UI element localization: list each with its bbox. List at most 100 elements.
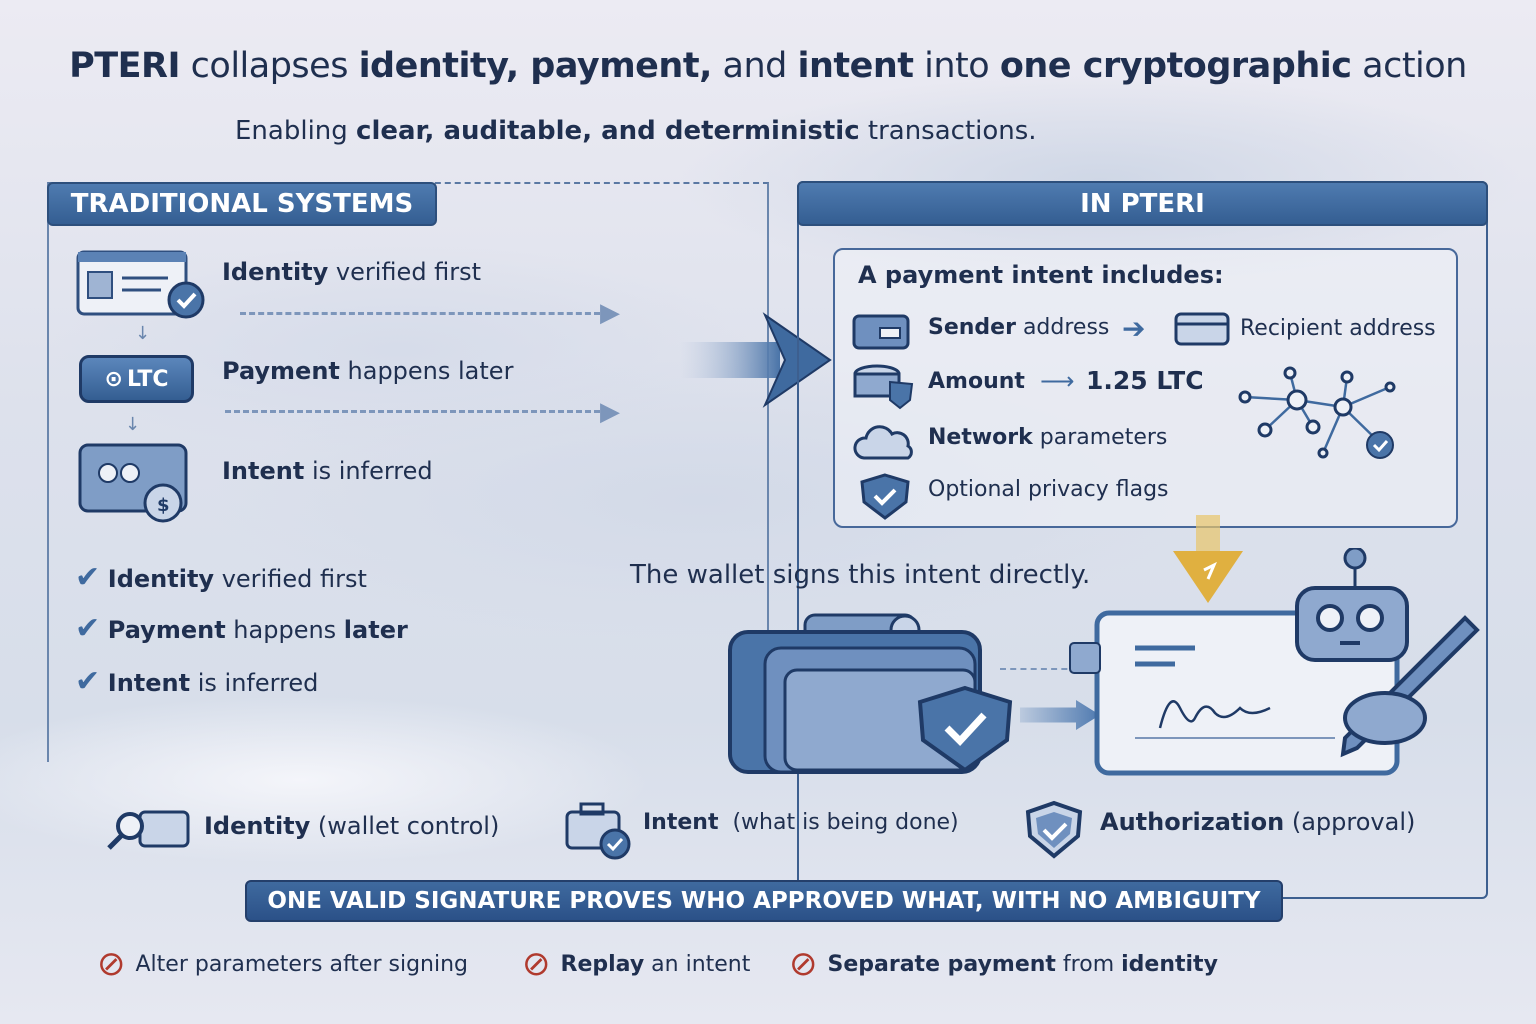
prohibited-item: ⊘ Alter parameters after signing — [97, 944, 468, 984]
check-rest: happens — [225, 616, 344, 644]
shield-check-icon — [860, 473, 910, 520]
briefcase-check-icon — [565, 802, 631, 860]
check-rest: verified first — [214, 565, 367, 593]
trad-step-identity: Identity verified first — [222, 258, 481, 286]
prohibited-icon: ⊘ — [97, 944, 126, 984]
svg-text:$: $ — [157, 495, 170, 516]
prohibited-text: Alter parameters after signing — [135, 951, 469, 977]
check-item: ✔ Intent is inferred — [75, 664, 318, 699]
check-item: ✔ Identity verified first — [75, 560, 367, 595]
check-bold: Payment — [107, 616, 226, 644]
title-part: action — [1351, 46, 1467, 86]
arrow-right-icon: ▶ — [600, 397, 620, 427]
wallet-icon — [852, 314, 910, 350]
recipient-address: Recipient address — [1240, 316, 1436, 341]
pillar-rest: (wallet control) — [310, 812, 500, 840]
check-rest: is inferred — [190, 669, 319, 697]
subtitle-part: transactions. — [859, 116, 1037, 146]
intent-intro: A payment intent includes: — [858, 261, 1224, 289]
signature-banner: ONE VALID SIGNATURE PROVES WHO APPROVED … — [245, 880, 1283, 922]
subtitle-part: Enabling — [235, 116, 357, 146]
amount-value: 1.25 LTC — [1086, 366, 1204, 395]
big-arrow-icon — [680, 312, 832, 408]
prohibited-bold: identity — [1121, 951, 1218, 977]
robot-signing-document-icon — [1069, 548, 1480, 776]
dashed-arrow — [240, 312, 600, 315]
id-card-icon — [76, 250, 205, 319]
check-bold: Identity — [107, 565, 215, 593]
gold-arrow-down-icon — [1173, 515, 1243, 603]
title-part: collapses — [180, 46, 359, 86]
step-bold: Identity — [222, 258, 329, 286]
network-rest: parameters — [1032, 425, 1168, 450]
page-title: PTERI collapses identity, payment, and i… — [0, 46, 1536, 86]
down-arrow-icon: ↓ — [125, 414, 141, 435]
cloud-icon — [853, 425, 913, 460]
shield-check-icon — [1025, 800, 1083, 859]
title-part: one cryptographic — [999, 46, 1352, 86]
check-icon: ✔ — [75, 664, 101, 699]
wallet-shield-icon — [728, 613, 1013, 774]
pillar-bold: Authorization — [1100, 808, 1285, 836]
ltc-label: LTC — [126, 366, 169, 392]
title-part: into — [913, 46, 1000, 86]
dashed-arrow — [225, 410, 600, 413]
arrow-right-icon: ➔ — [1122, 312, 1146, 345]
check-bold: Intent — [107, 669, 191, 697]
pillar-identity: Identity (wallet control) — [204, 812, 499, 840]
arrow-right-icon: ▶ — [600, 298, 620, 328]
check-bold: later — [343, 616, 408, 644]
step-rest: happens later — [339, 357, 514, 385]
prohibited-text: from — [1055, 951, 1122, 977]
dashed-line — [1000, 668, 1098, 670]
step-rest: is inferred — [304, 457, 433, 485]
pillar-bold: Identity — [204, 812, 311, 840]
trad-step-payment: Payment happens later — [222, 357, 513, 385]
card-icon — [1174, 312, 1230, 346]
wallet-signs-text: The wallet signs this intent directly. — [630, 560, 1091, 590]
pillar-rest: (approval) — [1284, 808, 1416, 836]
step-bold: Payment — [222, 357, 340, 385]
prohibited-bold: Separate payment — [827, 951, 1056, 977]
chat-coin-icon: $ — [78, 443, 188, 523]
sender-address: Sender address — [928, 315, 1109, 340]
network-graph-icon — [1238, 366, 1396, 459]
prohibited-item: ⊘ Separate payment from identity — [789, 944, 1218, 984]
step-rest: verified first — [328, 258, 482, 286]
title-part: and — [711, 46, 798, 86]
prohibited-icon: ⊘ — [522, 944, 551, 984]
check-icon: ✔ — [75, 611, 101, 646]
network-bold: Network — [928, 425, 1033, 450]
title-part: PTERI — [69, 46, 181, 86]
title-part: identity, payment, — [358, 46, 713, 86]
title-part: intent — [797, 46, 914, 86]
step-bold: Intent — [222, 457, 305, 485]
pillar-bold: Intent — [643, 810, 719, 835]
down-arrow-icon: ↓ — [135, 323, 151, 344]
pillar-rest: (what is being done) — [718, 810, 959, 835]
pillar-intent: Intent (what is being done) — [643, 810, 959, 835]
payment-intent-box — [833, 248, 1458, 528]
key-card-icon — [107, 810, 190, 850]
prohibited-bold: Replay — [560, 951, 645, 977]
traditional-header: TRADITIONAL SYSTEMS — [47, 182, 437, 226]
coin-icon: ⊙ — [104, 366, 123, 392]
check-item: ✔ Payment happens later — [75, 611, 408, 646]
subtitle: Enabling clear, auditable, and determini… — [235, 116, 1037, 146]
prohibited-text: an intent — [644, 951, 751, 977]
subtitle-part: clear, auditable, and deterministic — [356, 116, 860, 146]
coin-stack-shield-icon — [853, 364, 914, 410]
sender-bold: Sender — [928, 315, 1016, 340]
privacy-flags: Optional privacy flags — [928, 477, 1169, 502]
prohibited-icon: ⊘ — [789, 944, 818, 984]
arrow-right-icon: ⟶ — [1040, 367, 1075, 395]
trad-step-intent: Intent is inferred — [222, 457, 433, 485]
network-parameters: Network parameters — [928, 425, 1167, 450]
check-icon: ✔ — [75, 560, 101, 595]
pteri-header: IN PTERI — [797, 181, 1488, 226]
pillar-authorization: Authorization (approval) — [1100, 808, 1415, 836]
prohibited-item: ⊘ Replay an intent — [522, 944, 750, 984]
ltc-badge: ⊙LTC — [79, 355, 194, 403]
sender-rest: address — [1015, 315, 1110, 340]
amount-label: Amount — [928, 369, 1025, 394]
